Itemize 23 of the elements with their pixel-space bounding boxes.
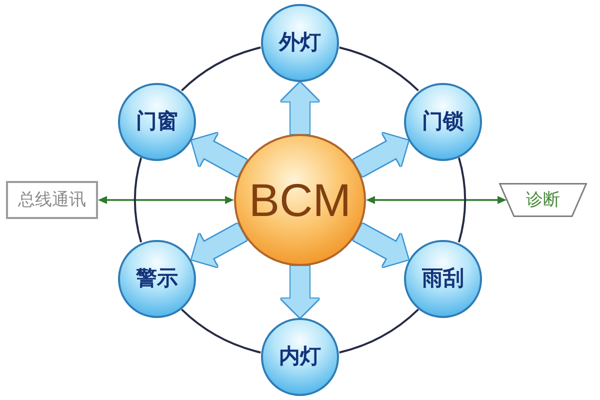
arrow — [366, 196, 506, 204]
ring-arc — [339, 308, 419, 354]
circle-node: 外灯 — [261, 4, 339, 82]
trapezoid-box: 诊断 — [499, 183, 587, 217]
ring-arc — [181, 46, 261, 92]
block-arrow — [281, 266, 319, 318]
circle-node: BCM — [234, 134, 366, 266]
block-arrow — [281, 82, 319, 134]
ring-arc — [181, 308, 261, 354]
circle-node: 门窗 — [118, 82, 196, 160]
circle-node: 内灯 — [261, 318, 339, 396]
ring-arc — [458, 158, 466, 242]
block-arrow — [192, 133, 247, 177]
block-arrow — [353, 133, 408, 177]
block-arrow — [192, 223, 247, 267]
text-box: 总线通讯 — [6, 181, 98, 219]
ring-arc — [134, 158, 142, 242]
circle-node: 门锁 — [404, 82, 482, 160]
circle-node: 雨刮 — [404, 240, 482, 318]
block-arrow — [353, 223, 408, 267]
circle-node: 警示 — [118, 240, 196, 318]
arrow — [98, 196, 234, 204]
ring-arc — [339, 46, 419, 92]
